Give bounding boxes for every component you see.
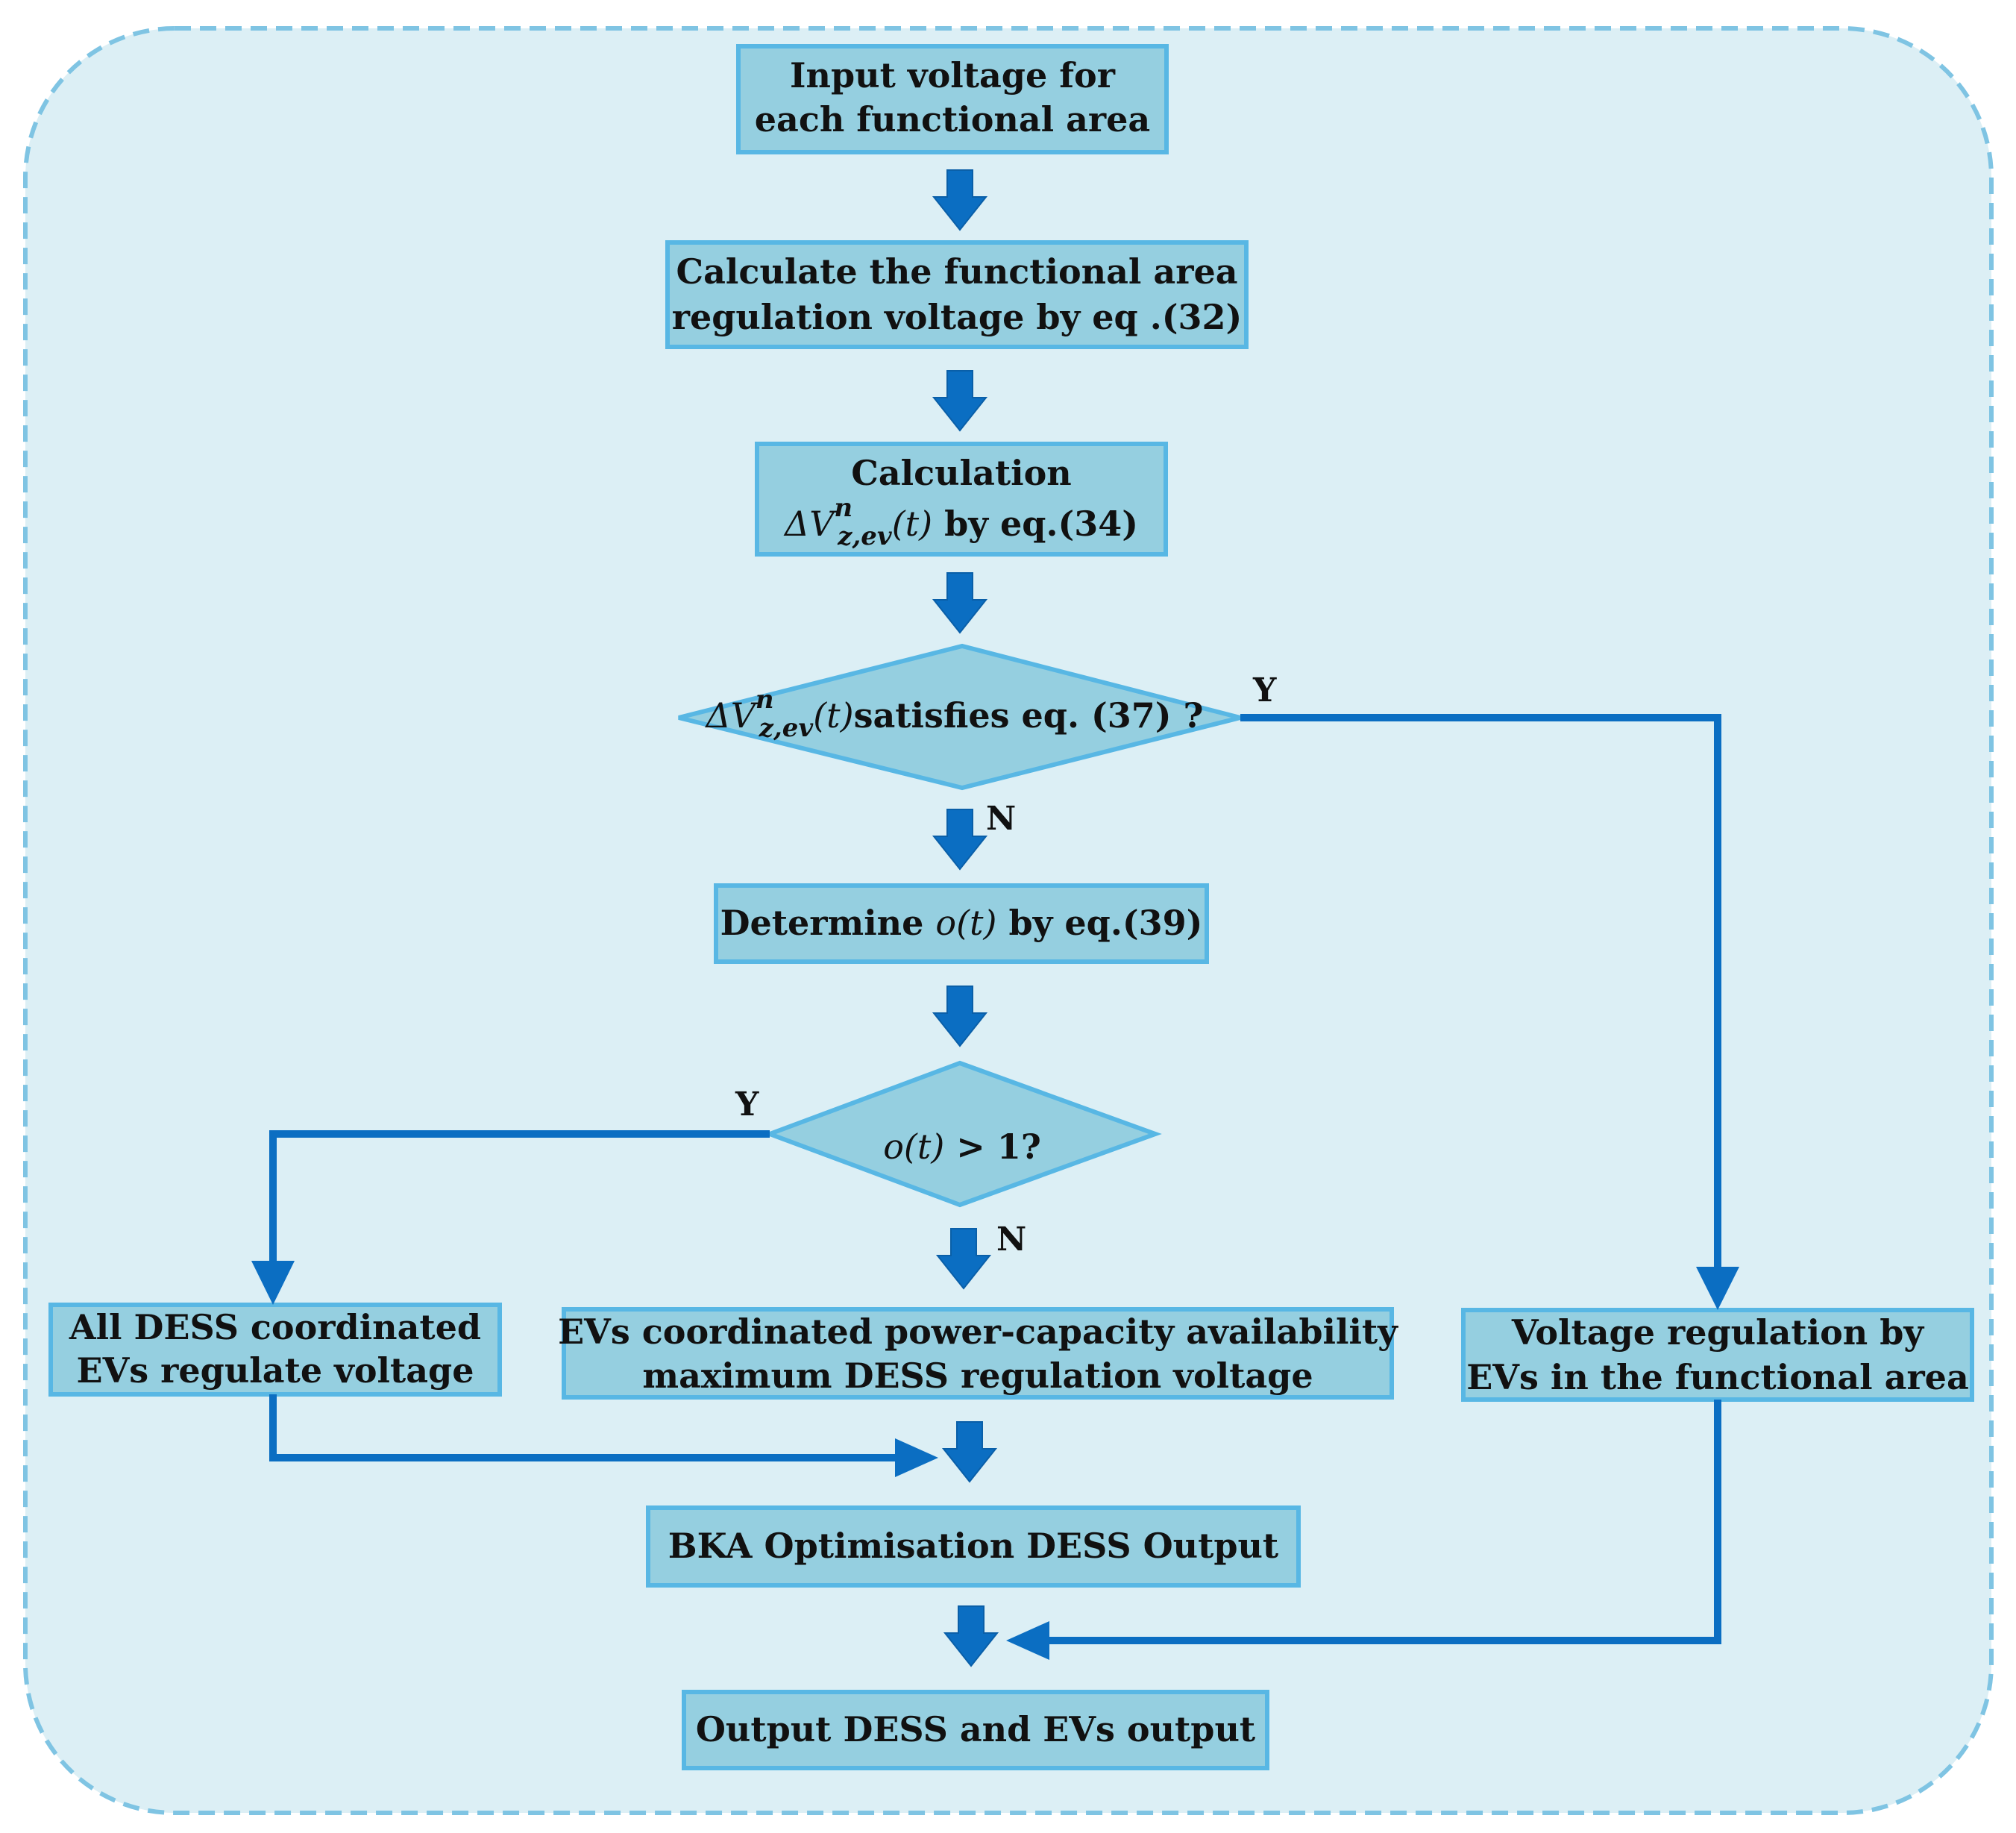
calculate-regulation-line2: regulation voltage by eq .(32)	[672, 297, 1243, 337]
all-dess-to-bka-arrowhead	[895, 1438, 938, 1477]
voltage-regulation-line2: EVs in the functional area	[1466, 1357, 1969, 1397]
input-voltage-line2: each functional area	[755, 99, 1150, 140]
input-voltage-line1: Input voltage for	[790, 55, 1116, 95]
yes-branch-connector-right	[1240, 714, 1721, 1274]
yes-branch-arrowhead-left	[251, 1261, 295, 1305]
output-label: Output DESS and EVs output	[696, 1709, 1256, 1749]
all-dess-to-bka-connector	[269, 1394, 902, 1461]
delta-v-argument: (t)	[892, 504, 932, 544]
delta-v-symbol: ΔV	[783, 504, 838, 544]
decision-delta-superscript: n	[756, 685, 774, 715]
decision-o-symbol: o(t)	[883, 1127, 944, 1167]
calculation-delta-line1: Calculation	[851, 453, 1071, 493]
evs-coordinated-node: EVs coordinated power-capacity availabil…	[558, 1307, 1398, 1400]
voltage-regulation-line1: Voltage regulation by	[1511, 1312, 1925, 1353]
arrow-calculation-to-decision	[932, 572, 988, 634]
all-dess-line1: All DESS coordinated	[69, 1307, 481, 1347]
voltage-regulation-to-output-connector	[1042, 1400, 1721, 1644]
arrow-input-to-calc	[932, 169, 988, 231]
all-dess-node: All DESS coordinated EVs regulate voltag…	[48, 1303, 502, 1397]
arrow-decision2-to-evs	[935, 1228, 992, 1290]
evs-coordinated-line1: EVs coordinated power-capacity availabil…	[558, 1312, 1398, 1352]
bka-optimisation-label: BKA Optimisation DESS Output	[668, 1526, 1279, 1566]
decision-delta-condition: satisfies eq. (37) ?	[854, 695, 1204, 736]
decision-delta-symbol: ΔV	[704, 695, 759, 736]
yes-branch-arrowhead-right	[1696, 1267, 1739, 1310]
voltage-regulation-node: Voltage regulation by EVs in the functio…	[1461, 1308, 1974, 1402]
output-node: Output DESS and EVs output	[682, 1690, 1269, 1770]
delta-v-subscript: z,ev	[837, 521, 893, 551]
decision-delta-subscript: z,ev	[759, 713, 814, 743]
bka-optimisation-node: BKA Optimisation DESS Output	[646, 1505, 1301, 1588]
evs-coordinated-line2: maximum DESS regulation voltage	[642, 1356, 1313, 1396]
decision-o-condition: > 1?	[944, 1127, 1041, 1167]
arrow-evs-to-bka	[941, 1421, 998, 1483]
calculate-regulation-node: Calculate the functional area regulation…	[665, 240, 1249, 349]
arrow-bka-to-output	[943, 1605, 999, 1667]
determine-o-symbol: o(t)	[935, 903, 996, 943]
decision2-yes-label: Y	[735, 1085, 759, 1124]
all-dess-line2: EVs regulate voltage	[77, 1350, 474, 1391]
flow-arrows	[932, 169, 999, 1667]
arrow-decision-to-determine	[932, 809, 988, 871]
voltage-regulation-to-output-arrowhead	[1006, 1621, 1049, 1660]
calculation-delta-reference: by eq.(34)	[932, 504, 1138, 544]
arrow-determine-to-decision2	[932, 986, 988, 1047]
decision1-no-label: N	[986, 800, 1016, 838]
determine-o-prefix: Determine	[720, 903, 936, 943]
yes-branch-connector-left	[269, 1130, 770, 1268]
decision-o-text: o(t) > 1?	[883, 1127, 1041, 1167]
determine-o-suffix: by eq.(39)	[996, 903, 1202, 943]
decision2-no-label: N	[996, 1221, 1026, 1259]
determine-o-node: Determine o(t) by eq.(39)	[714, 883, 1209, 964]
arrow-calc-to-calculation	[932, 370, 988, 432]
input-voltage-node: Input voltage for each functional area	[736, 44, 1169, 154]
decision-o-node: o(t) > 1?	[763, 1060, 1162, 1208]
determine-o-text: Determine o(t) by eq.(39)	[720, 903, 1203, 943]
decision-delta-argument: (t)	[813, 695, 853, 736]
decision1-yes-label: Y	[1252, 671, 1277, 709]
delta-v-superscript: n	[834, 493, 852, 523]
calculate-regulation-line1: Calculate the functional area	[676, 251, 1237, 292]
